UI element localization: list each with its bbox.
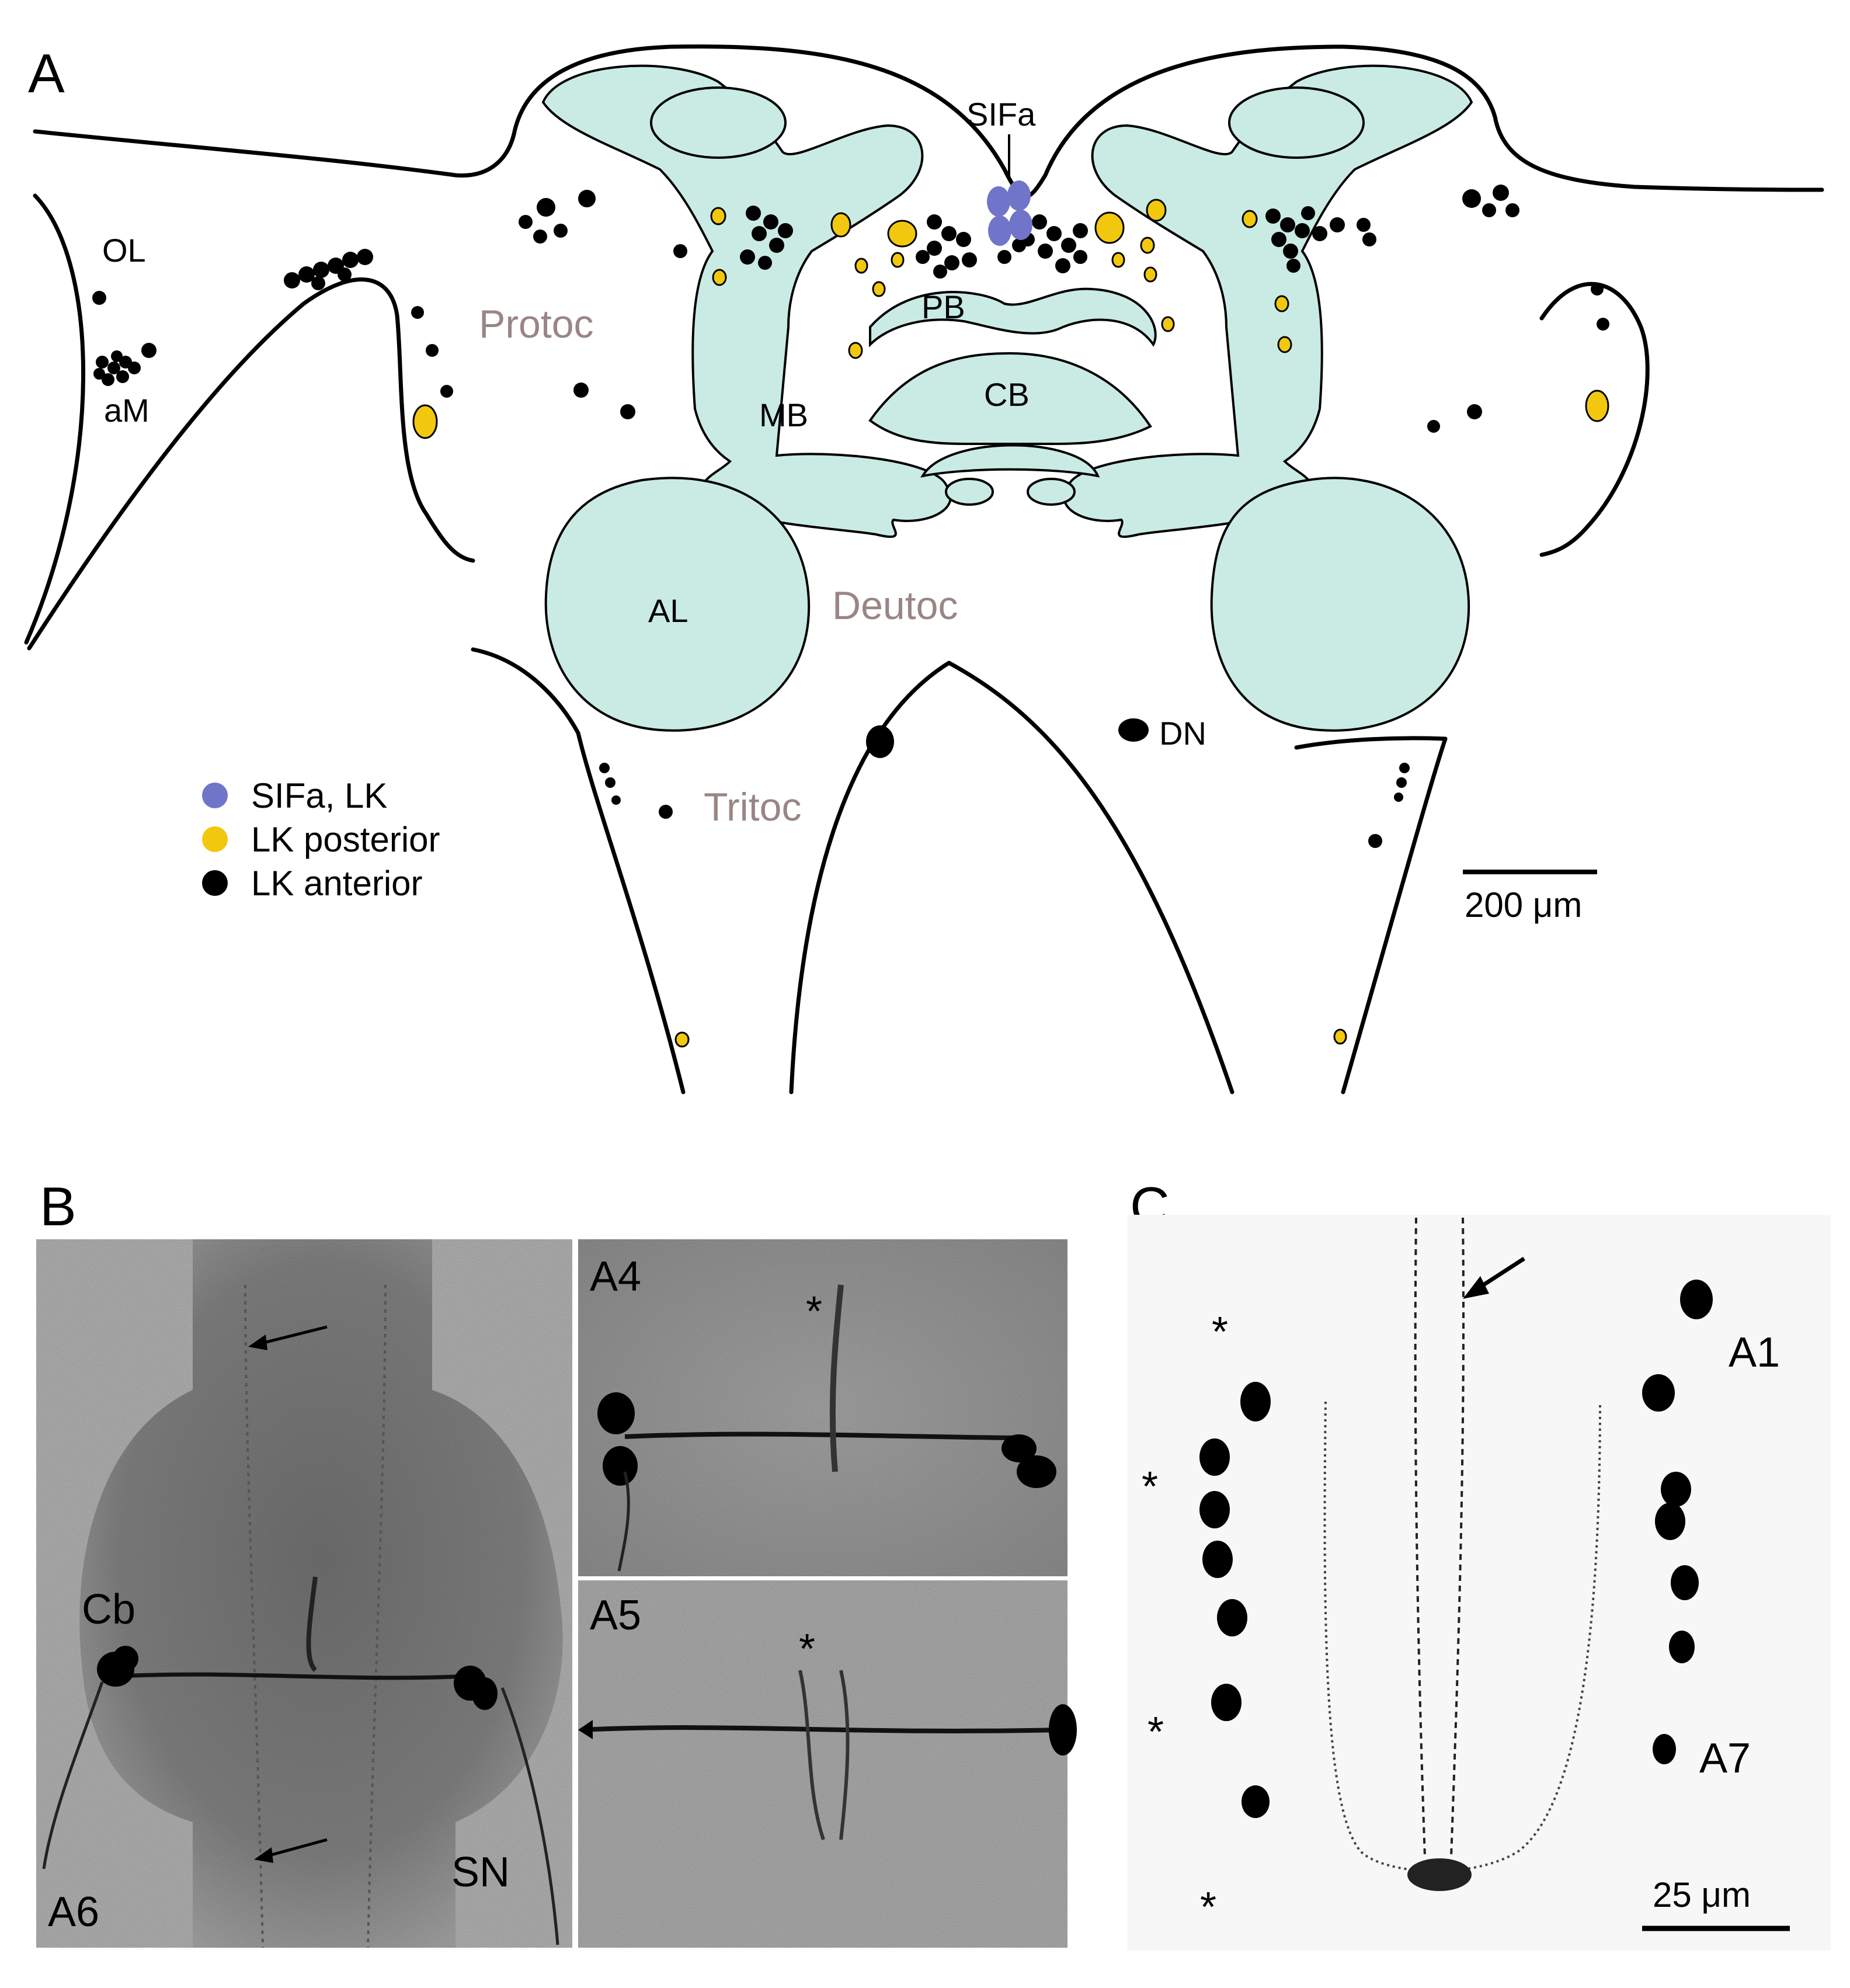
panel-b-photo-main: Cb A6 SN [36, 1239, 572, 1948]
label-cb-b: Cb [82, 1586, 135, 1633]
scale-bar-c-label: 25 μm [1653, 1875, 1751, 1914]
descending-neuron-right [1118, 718, 1149, 742]
region-label-tritoc: Tritoc [704, 785, 801, 829]
panel-c: C A1 A7 * * * * 25 μm [1127, 1176, 1831, 1951]
panel-c-photo [1127, 1215, 1831, 1951]
label-dn: DN [1159, 715, 1206, 752]
label-sn: SN [451, 1849, 510, 1896]
legend: SIFa, LK LK posterior LK anterior [202, 776, 440, 903]
asterisk-c-2: * [1142, 1464, 1158, 1510]
label-sifa: SIFa [966, 96, 1036, 133]
legend-swatch-sifa [202, 783, 228, 808]
antennal-lobe-left [544, 477, 811, 732]
panel-c-cell-bodies [1199, 1280, 1713, 1818]
central-body [868, 352, 1152, 446]
label-pb: PB [921, 289, 965, 325]
noduli [920, 444, 1100, 478]
panel-a-letter: A [28, 43, 65, 104]
asterisk-a5: * [799, 1626, 815, 1673]
label-mb: MB [759, 397, 808, 433]
sifa-lk-cells [987, 180, 1032, 246]
protocerebral-bridge [869, 287, 1157, 347]
label-a6: A6 [48, 1889, 99, 1935]
panel-b-photo-a5: A5 * [578, 1580, 1077, 1948]
legend-label-lk-anterior: LK anterior [251, 864, 423, 903]
arrow-b-top [256, 1325, 328, 1346]
descending-neuron-left [866, 725, 894, 758]
panel-b: B Cb A6 SN [36, 1176, 1077, 1948]
label-a7: A7 [1699, 1735, 1751, 1782]
label-cb: CB [984, 376, 1030, 413]
asterisk-c-3: * [1147, 1709, 1164, 1756]
antennal-lobe-right [1210, 477, 1470, 732]
label-a4: A4 [590, 1253, 641, 1300]
scale-bar-a-label: 200 μm [1465, 885, 1582, 925]
panel-a: A [24, 43, 1824, 1094]
label-am: aM [104, 392, 149, 429]
legend-label-sifa: SIFa, LK [251, 776, 387, 815]
label-a5: A5 [590, 1592, 641, 1639]
region-label-protoc: Protoc [479, 302, 594, 346]
label-a1: A1 [1729, 1329, 1780, 1376]
asterisk-a4: * [806, 1288, 822, 1335]
nodulus-left [945, 478, 994, 506]
lk-anterior-cells [92, 185, 1609, 848]
panel-b-letter: B [40, 1176, 76, 1237]
region-label-deutoc: Deutoc [832, 583, 958, 628]
legend-swatch-lk-posterior [202, 826, 228, 852]
legend-swatch-lk-anterior [202, 870, 228, 896]
commissure-b [122, 1672, 468, 1680]
neuropils [541, 64, 1473, 732]
label-ol: OL [102, 232, 146, 269]
label-al: AL [648, 592, 688, 629]
arrow-b-bottom [262, 1838, 328, 1859]
nodulus-right [1027, 478, 1076, 506]
legend-label-lk-posterior: LK posterior [251, 820, 440, 859]
calyx-right [1228, 86, 1365, 159]
asterisk-c-1: * [1212, 1309, 1228, 1356]
calyx-left [650, 86, 787, 159]
asterisk-c-4: * [1200, 1884, 1216, 1931]
lk-posterior-cells [412, 199, 1609, 1048]
brain-outline [24, 44, 1824, 1094]
panel-b-photo-a4: A4 * [578, 1239, 1067, 1576]
